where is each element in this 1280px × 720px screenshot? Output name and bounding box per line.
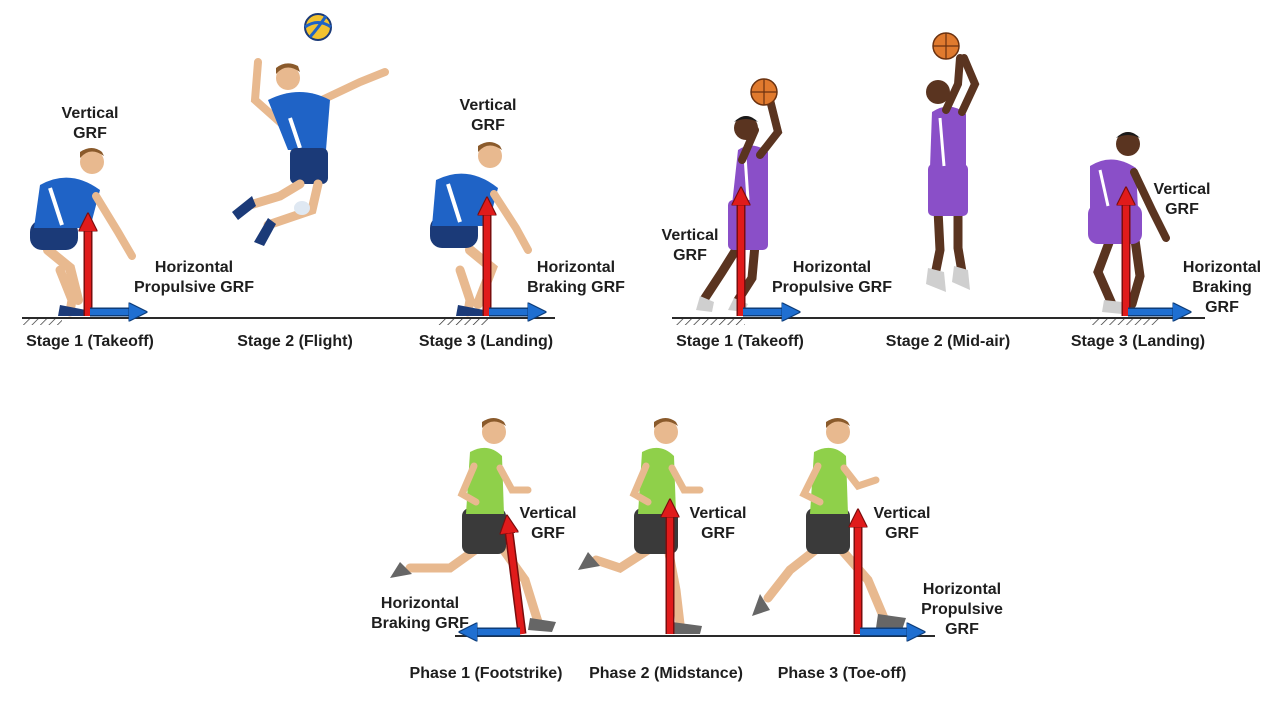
- running-phase3-horizontal-label: Horizontal Propulsive GRF: [921, 580, 1003, 640]
- running-phase1-vertical-label: Vertical GRF: [520, 504, 577, 544]
- basketball-icon: [933, 33, 959, 59]
- basketball-stage2-caption: Stage 2 (Mid-air): [886, 332, 1010, 352]
- running-phase3-caption: Phase 3 (Toe-off): [778, 664, 907, 684]
- basketball-stage1-horizontal-label: Horizontal Propulsive GRF: [772, 258, 892, 298]
- volleyball-stage1-vertical-label: Vertical GRF: [62, 104, 119, 144]
- running-phase2-vertical-label: Vertical GRF: [690, 504, 747, 544]
- ground-hatch: [1090, 319, 1160, 325]
- volleyball-stage3-caption: Stage 3 (Landing): [419, 332, 553, 352]
- ground-hatch: [22, 319, 62, 325]
- volleyball-stage2-caption: Stage 2 (Flight): [237, 332, 353, 352]
- basketball-player-midair: [926, 58, 975, 292]
- running-panel: [390, 418, 935, 636]
- basketball-stage1-vertical-label: Vertical GRF: [662, 226, 719, 266]
- runner-midstance: [578, 418, 702, 634]
- volleyball-stage3-horizontal-label: Horizontal Braking GRF: [527, 258, 625, 298]
- running-phase1-caption: Phase 1 (Footstrike): [410, 664, 563, 684]
- basketball-stage3-horizontal-label: Horizontal Braking GRF: [1183, 258, 1261, 318]
- volleyball-stage1-horizontal-label: Horizontal Propulsive GRF: [134, 258, 254, 298]
- volleyball-stage1-caption: Stage 1 (Takeoff): [26, 332, 154, 352]
- running-phase1-horizontal-label: Horizontal Braking GRF: [371, 594, 469, 634]
- running-phase3-vertical-label: Vertical GRF: [874, 504, 931, 544]
- basketball-panel: [672, 33, 1205, 325]
- volleyball-icon: [305, 14, 331, 40]
- volleyball-player-flight: [232, 62, 385, 246]
- ground-hatch: [438, 319, 488, 325]
- basketball-icon: [751, 79, 777, 105]
- volleyball-player-landing: [430, 142, 528, 316]
- ground-hatch: [675, 319, 745, 325]
- volleyball-stage3-vertical-label: Vertical GRF: [460, 96, 517, 136]
- volleyball-player-takeoff: [30, 148, 132, 316]
- running-phase2-caption: Phase 2 (Midstance): [589, 664, 743, 684]
- basketball-stage3-caption: Stage 3 (Landing): [1071, 332, 1205, 352]
- volleyball-panel: [22, 14, 555, 325]
- basketball-stage3-vertical-label: Vertical GRF: [1154, 180, 1211, 220]
- basketball-stage1-caption: Stage 1 (Takeoff): [676, 332, 804, 352]
